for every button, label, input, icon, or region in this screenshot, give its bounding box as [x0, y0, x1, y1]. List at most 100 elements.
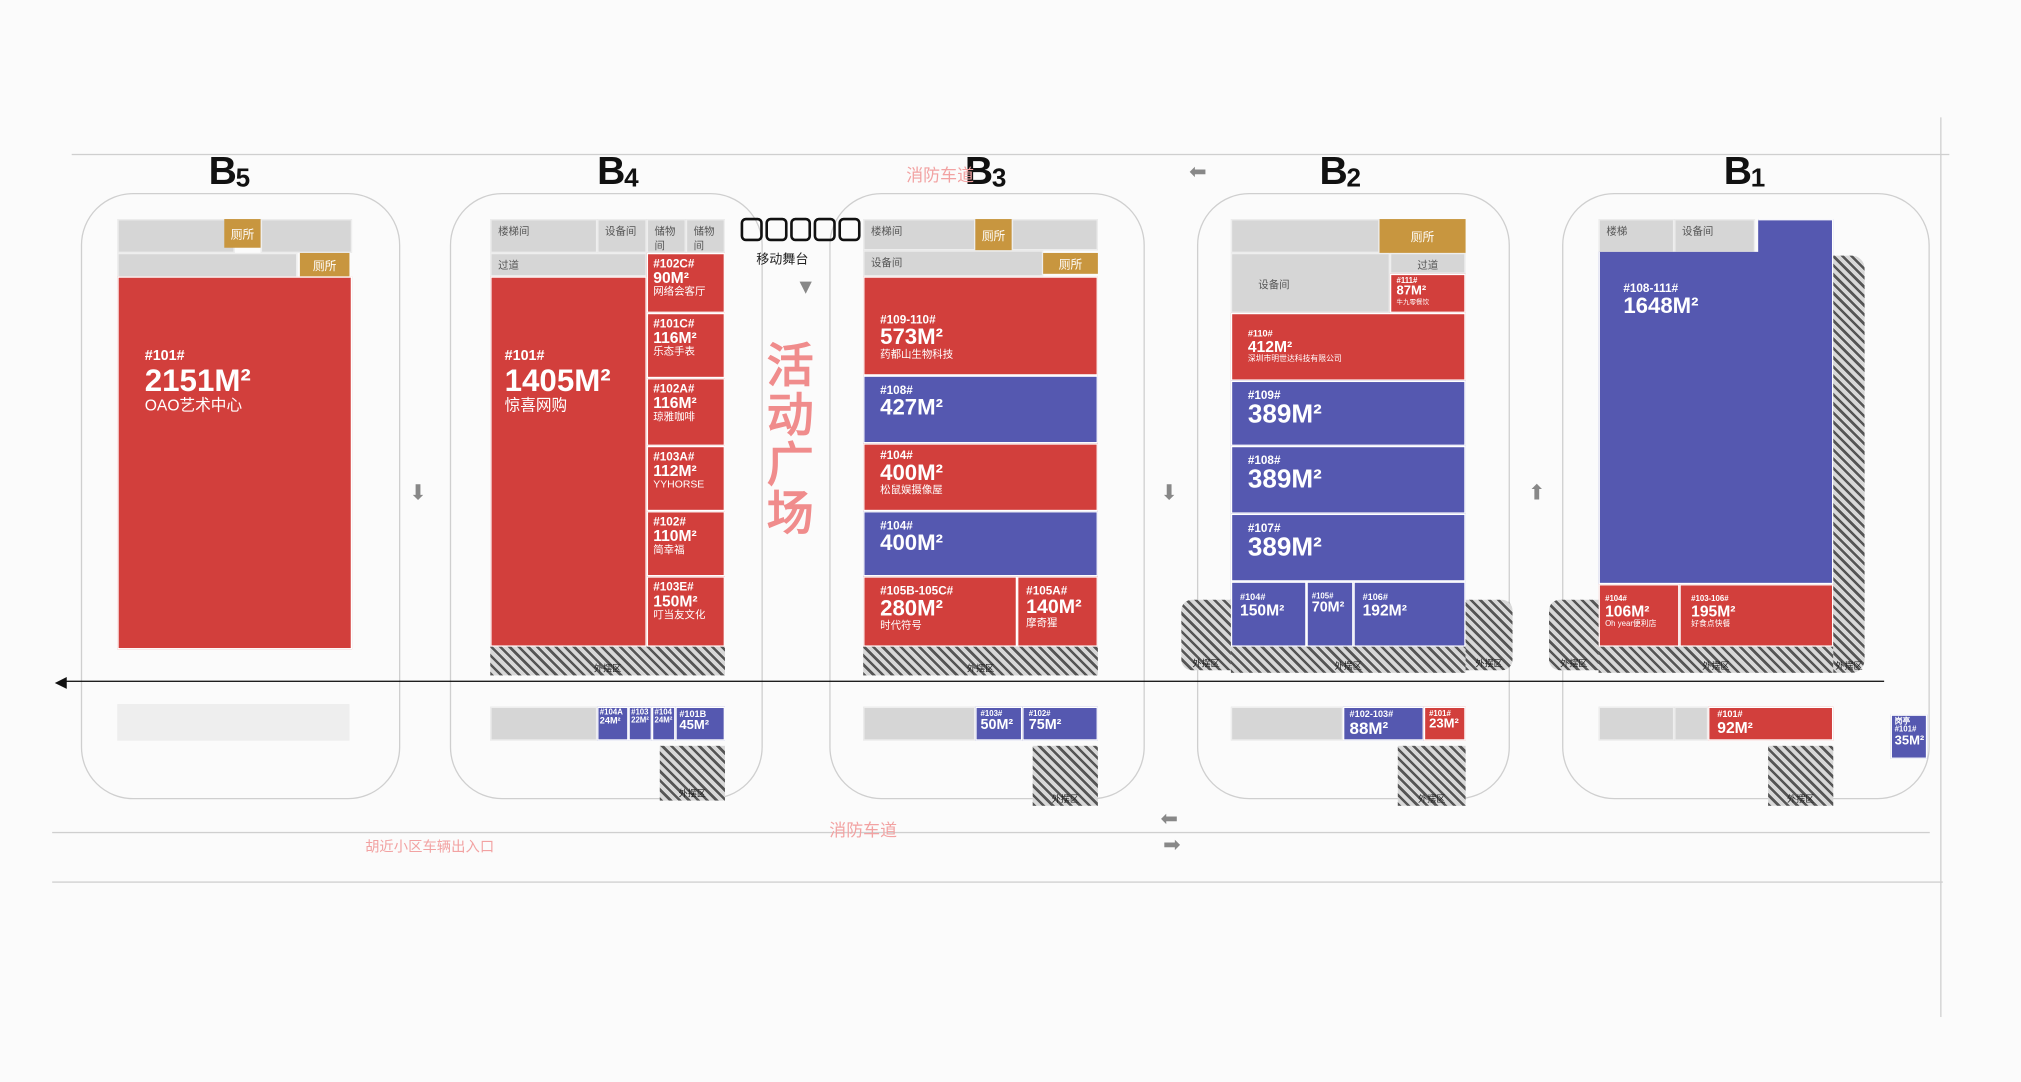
unit-b3-108[interactable]: #108# 427M²: [863, 375, 1098, 444]
axis-line: [65, 680, 1885, 682]
building-label-b5: B5: [208, 149, 250, 193]
b4-stair-room: 楼梯间: [490, 219, 598, 253]
building-label-b1: B1: [1723, 149, 1765, 193]
unit-b4-101[interactable]: #101# 1405M² 惊喜网购: [490, 276, 647, 647]
b1-equip-room: 设备间: [1674, 219, 1756, 253]
unit-b2-102[interactable]: #102-103# 88M²: [1343, 706, 1424, 741]
plaza-title: 活动广场: [766, 339, 814, 541]
road-edge: [52, 831, 1930, 834]
b3-outdoor-area: 外摆区: [863, 646, 1098, 676]
unit-b4-103-small[interactable]: #103 22M²: [628, 706, 652, 741]
b2-equip-room: 设备间: [1230, 252, 1390, 313]
unit-b2-111[interactable]: #111# 87M² 牛九零餐饮: [1389, 273, 1466, 313]
exit-label: 胡近小区车辆出入口: [365, 839, 495, 856]
b1-outline: [1562, 192, 1930, 800]
unit-b4-101b[interactable]: #101B 45M²: [675, 706, 725, 741]
b2-lower-room: [1230, 706, 1344, 741]
unit-b1-101[interactable]: #101# 92M²: [1708, 706, 1834, 741]
b2-outline: [1196, 192, 1510, 800]
unit-b4-103e[interactable]: #103E# 150M² 叮当友文化: [646, 576, 725, 647]
unit-b5-101[interactable]: #101# 2151M² OAO艺术中心: [117, 276, 353, 650]
unit-b1-104[interactable]: #104# 106M² Oh year便利店: [1598, 584, 1680, 647]
unit-b4-101c[interactable]: #101C# 116M² 乐态手表: [646, 312, 725, 379]
b1-outdoor-bottom: 外摆区: [1598, 646, 1834, 673]
b5-room-2: [260, 219, 353, 253]
b3-equip-room: 设备间: [863, 250, 1044, 277]
building-label-b2: B2: [1319, 149, 1361, 193]
b3-stair-room: 楼梯间: [863, 219, 976, 251]
unit-b1-108[interactable]: #108-111# 1648M²: [1598, 219, 1834, 585]
b3-outline: [829, 192, 1145, 800]
b4-outline: [449, 192, 763, 800]
b1-outdoor-right: 外摆区: [1833, 255, 1865, 673]
left-arrow-icon: ⬅: [1189, 161, 1207, 184]
b2-toilet: 厕所: [1379, 219, 1466, 253]
b1-outdoor-left: 外摆区: [1549, 599, 1599, 671]
stage-label: 移动舞台: [756, 252, 809, 268]
boundary-top: [71, 153, 1950, 156]
b4-storage-1: 储物间: [646, 219, 686, 253]
fire-lane-label-top: 消防车道: [906, 165, 975, 186]
building-label-b4: B4: [597, 149, 638, 193]
building-label-b3: B3: [964, 149, 1006, 193]
b4-lower-outdoor: 外摆区: [659, 745, 725, 801]
unit-b2-109[interactable]: #109# 389M²: [1230, 380, 1466, 446]
b1-stairs: 楼梯: [1598, 219, 1675, 253]
b2-lower-outdoor: 外摆区: [1397, 745, 1466, 806]
b2-outdoor-bottom: 外摆区: [1230, 646, 1466, 673]
unit-b4-102a[interactable]: #102A# 116M² 琼雅咖啡: [646, 378, 725, 446]
unit-b3-109[interactable]: #109-110# 573M² 药都山生物科技: [863, 276, 1098, 376]
stage-icons: [740, 217, 861, 242]
unit-b3-105a[interactable]: #105A# 140M² 摩奇猩: [1017, 576, 1098, 647]
b2-outdoor-right: 外摆区: [1465, 599, 1513, 671]
b3-toilet-2: 厕所: [1043, 252, 1098, 274]
b2-room: [1230, 219, 1380, 253]
unit-b4-103a[interactable]: #103A# 112M² YYHORSE: [646, 445, 725, 512]
plaza-arrow-icon: ▼: [795, 276, 817, 299]
unit-b4-104-small[interactable]: #104 24M²: [651, 706, 676, 741]
b4-lower-room: [490, 706, 598, 741]
axis-arrow-icon: ◀: [54, 672, 67, 692]
unit-b3-102-small[interactable]: #102# 75M²: [1022, 706, 1098, 741]
b1-lower-outdoor: 外摆区: [1768, 745, 1834, 806]
down-arrow-icon-1: ⬇: [409, 482, 427, 505]
unit-b3-104b[interactable]: #104# 400M²: [863, 511, 1098, 577]
b5-toilet-1: 厕所: [224, 219, 261, 248]
b3-lower-outdoor: 外摆区: [1032, 745, 1098, 806]
unit-b4-102c[interactable]: #102C# 90M² 网络会客厅: [646, 252, 725, 313]
boundary-bottom: [52, 881, 1943, 883]
boundary-right: [1940, 117, 1942, 1018]
b2-corridor: 过道: [1389, 252, 1466, 274]
b4-outdoor-area: 外摆区: [490, 646, 725, 676]
b3-lower-room: [863, 706, 976, 741]
unit-b2-104[interactable]: #104# 150M²: [1230, 581, 1307, 647]
b1-lower-room-1: [1598, 706, 1675, 741]
b4-equip-room: 设备间: [597, 219, 647, 253]
unit-b2-105[interactable]: #105# 70M²: [1306, 581, 1354, 647]
b5-toilet-2: 厕所: [299, 252, 350, 277]
up-arrow-icon: ⬆: [1528, 482, 1546, 505]
b4-corridor: 过道: [490, 252, 647, 277]
unit-b2-110[interactable]: #110# 412M² 深圳市明世达科技有限公司: [1230, 312, 1466, 381]
unit-b2-101[interactable]: #101# 23M²: [1423, 706, 1466, 741]
b3-toilet-1: 厕所: [975, 219, 1012, 251]
b3-room: [1011, 219, 1098, 251]
fire-lane-label-bottom: 消防车道: [829, 820, 898, 840]
unit-b2-108[interactable]: #108# 389M²: [1230, 445, 1466, 514]
unit-b1-103[interactable]: #103-106# 195M² 好食点快餐: [1679, 584, 1834, 647]
right-arrow-icon: ➡: [1163, 834, 1181, 857]
b5-room: [117, 219, 235, 253]
unit-b2-106[interactable]: #106# 192M²: [1353, 581, 1466, 647]
down-arrow-icon-2: ⬇: [1160, 482, 1178, 505]
b4-storage-2: 储物间: [685, 219, 725, 253]
unit-b3-103-small[interactable]: #103# 50M²: [975, 706, 1023, 741]
b5-outline: [80, 192, 401, 800]
b1-lower-room-2: [1674, 706, 1709, 741]
unit-b3-104a[interactable]: #104# 400M² 松鼠娱摄像屋: [863, 443, 1098, 512]
unit-b3-105b[interactable]: #105B-105C# 280M² 时代符号: [863, 576, 1018, 647]
unit-b4-104a[interactable]: #104A 24M²: [597, 706, 629, 741]
unit-b4-102[interactable]: #102# 110M² 简幸福: [646, 511, 725, 577]
unit-b2-107[interactable]: #107# 389M²: [1230, 513, 1466, 582]
unit-b1-kiosk[interactable]: 岗亭 #101# 35M²: [1890, 714, 1928, 759]
